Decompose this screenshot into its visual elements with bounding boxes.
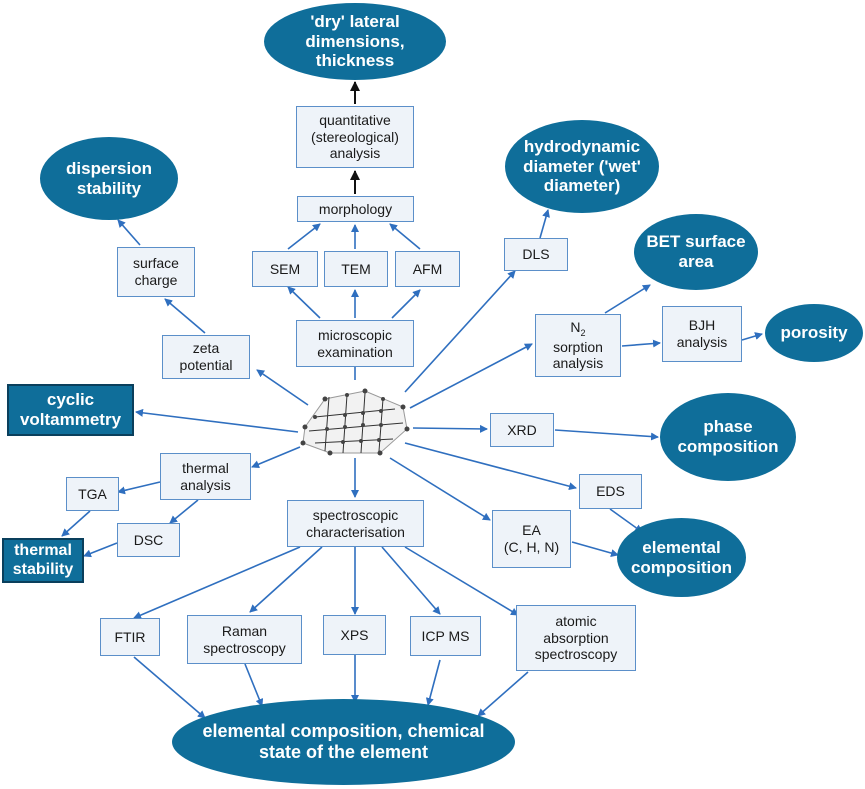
arrow-center-zeta [256,369,309,406]
arrow-microscopic-sem [287,286,321,319]
arrow-center-ea [389,457,491,521]
dls-box: DLS [504,238,568,271]
icp-ms-box: ICP MS [410,616,481,656]
surface-charge-box: surface charge [117,247,195,297]
arrow-sem-morphology [287,223,321,250]
arrow-spectro-atomic [404,546,519,616]
arrow-raman-final [244,663,264,707]
arrow-n2-bet [604,284,651,314]
arrow-tga-stability [61,510,91,537]
quantitative-analysis-box: quantitative (stereological) analysis [296,106,414,168]
elemental-composition-node: elemental composition [617,518,746,597]
arrow-spectro-raman [249,546,323,613]
xrd-box: XRD [490,413,554,447]
arrow-center-cyclic [135,408,299,433]
arrow-spectro-ftir [133,546,301,619]
dry-dimensions-node: 'dry' lateral dimensions, thickness [264,3,446,80]
phase-composition-node: phase composition [660,393,796,481]
dispersion-stability-node: dispersion stability [40,137,178,220]
arrow-center-dls [404,270,516,393]
arrow-dsc-stability [83,542,118,558]
arrow-bjh-porosity [741,332,763,341]
arrow-spectro-icpms [381,546,441,615]
atomic-absorption-box: atomic absorption spectroscopy [516,605,636,671]
arrow-thermal-dsc [169,499,199,524]
tem-box: TEM [324,251,388,287]
n2-sorption-label: sorption analysis [552,338,604,372]
bet-surface-area-node: BET surface area [634,214,758,290]
arrow-atomic-final [477,671,529,717]
arrow-dls-hydrodynamic [539,209,550,239]
xps-box: XPS [323,615,386,655]
sem-box: SEM [252,251,318,287]
arrow-afm-morphology [389,223,421,250]
ftir-box: FTIR [100,618,160,656]
arrow-ftir-final [133,656,206,719]
dsc-box: DSC [117,523,180,557]
bjh-analysis-box: BJH analysis [662,306,742,362]
arrow-thermal-tga [117,481,161,495]
arrow-center-xrd [412,424,488,433]
n2-sorption-box: N2 sorption analysis [535,314,621,377]
hydrodynamic-diameter-node: hydrodynamic diameter ('wet' diameter) [505,120,659,213]
spectroscopic-characterisation-box: spectroscopic characterisation [287,500,424,547]
zeta-potential-box: zeta potential [162,335,250,379]
afm-box: AFM [395,251,460,287]
morphology-box: morphology [297,196,414,222]
thermal-stability-node: thermal stability [2,538,84,583]
eds-box: EDS [579,474,642,509]
n2-label: N2 [570,318,586,338]
arrow-center-thermal [251,446,301,468]
arrow-icpms-final [425,659,441,706]
arrow-ea-elemental [571,541,619,557]
cyclic-voltammetry-node: cyclic voltammetry [7,384,134,436]
elemental-chemical-state-node: elemental composition, chemical state of… [172,699,515,785]
arrow-xrd-phase [554,429,659,441]
arrow-n2-bjh [621,339,661,348]
thermal-analysis-box: thermal analysis [160,453,251,500]
tga-box: TGA [66,477,119,511]
arrow-center-n2 [409,343,533,409]
arrow-surface-dispersion [117,219,141,246]
arrow-microscopic-afm [391,289,421,319]
microscopic-examination-box: microscopic examination [296,320,414,367]
ea-box: EA (C, H, N) [492,510,571,568]
raman-spectroscopy-box: Raman spectroscopy [187,615,302,664]
arrow-zeta-surface-charge [164,298,206,334]
arrow-center-eds [404,442,577,491]
porosity-node: porosity [765,304,863,362]
graphene-icon [300,388,410,456]
